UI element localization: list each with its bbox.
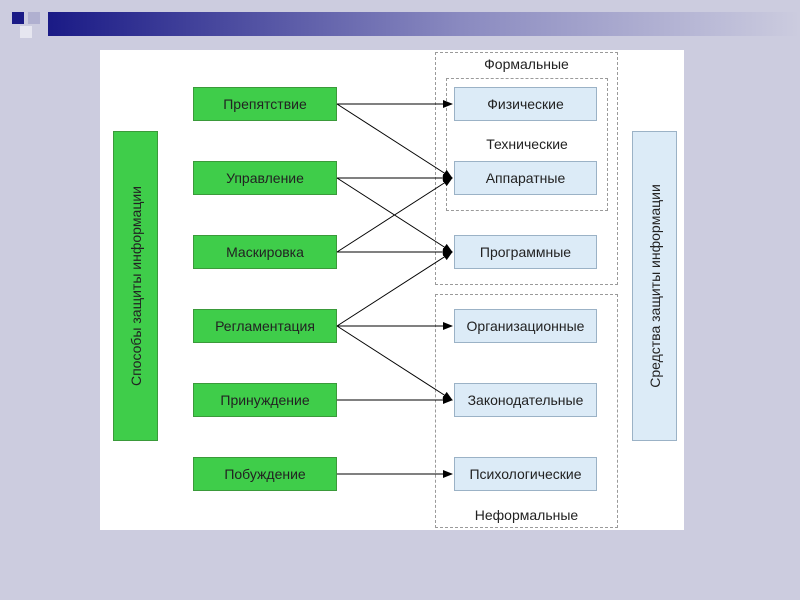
method-label: Препятствие: [223, 96, 307, 112]
means-group-box: Средства защиты информации: [632, 131, 677, 441]
means-label: Законодательные: [467, 392, 584, 408]
technical-label: Технические: [486, 136, 568, 152]
method-box-masking: Маскировка: [193, 235, 337, 269]
means-box-physical: Физические: [454, 87, 597, 121]
header-gradient: [48, 12, 800, 36]
formal-label: Формальные: [484, 56, 569, 72]
method-box-obstacle: Препятствие: [193, 87, 337, 121]
connector-arrow: [336, 325, 453, 401]
method-label: Принуждение: [220, 392, 310, 408]
technical-group-frame: [446, 78, 608, 211]
method-box-inducement: Побуждение: [193, 457, 337, 491]
connector-arrow: [336, 251, 453, 327]
means-label: Организационные: [466, 318, 585, 334]
means-label: Психологические: [469, 466, 582, 482]
means-label: Аппаратные: [485, 170, 566, 186]
means-box-organizational: Организационные: [454, 309, 597, 343]
means-box-legislative: Законодательные: [454, 383, 597, 417]
connector-arrow: [336, 103, 453, 179]
informal-group-frame: [435, 294, 618, 528]
method-label: Регламентация: [215, 318, 315, 334]
slide-header-bar: [0, 0, 800, 40]
formal-group-frame: [435, 52, 618, 285]
method-label: Маскировка: [226, 244, 304, 260]
methods-group-box: Способы защиты информации: [113, 131, 158, 441]
header-square-light: [28, 12, 40, 24]
method-box-control: Управление: [193, 161, 337, 195]
means-box-hardware: Аппаратные: [454, 161, 597, 195]
header-square-light-2: [20, 26, 32, 38]
means-label: Программные: [479, 244, 572, 260]
means-box-psychological: Психологические: [454, 457, 597, 491]
diagram-panel: [100, 50, 684, 530]
connector-arrow: [336, 177, 453, 253]
method-label: Побуждение: [224, 466, 306, 482]
method-box-regulation: Регламентация: [193, 309, 337, 343]
means-label: Физические: [487, 96, 564, 112]
method-box-coercion: Принуждение: [193, 383, 337, 417]
informal-label: Неформальные: [474, 507, 579, 523]
means-box-software: Программные: [454, 235, 597, 269]
header-square-dark: [12, 12, 24, 24]
method-label: Управление: [226, 170, 304, 186]
